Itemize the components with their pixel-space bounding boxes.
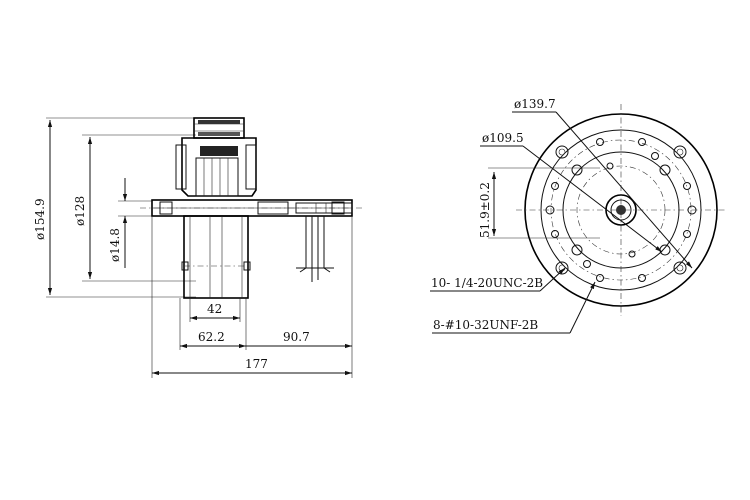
dim-diameter-139-7: ø139.7	[514, 97, 556, 111]
dim-diameter-14-8: ø14.8	[108, 228, 122, 262]
bolt-holes-small	[551, 138, 691, 282]
bolt-holes-large	[545, 145, 697, 275]
dim-width-90-7: 90.7	[283, 330, 310, 344]
dim-height-51-9: 51.9±0.2	[478, 182, 492, 238]
lead-wires	[296, 216, 334, 282]
dim-diameter-128: ø128	[73, 196, 87, 226]
callout-thread-8: 8-#10-32UNF-2B	[433, 318, 538, 332]
side-view: ø154.9 ø128 ø14.8 42 62.2 90.7 177	[33, 117, 362, 378]
front-view: ø139.7 ø109.5 51.9±0.2 10- 1/4-20UNC-2B …	[430, 97, 726, 334]
dim-diameter-109-5: ø109.5	[482, 131, 524, 145]
dim-diameter-154-9: ø154.9	[33, 198, 47, 240]
dim-width-62-2: 62.2	[198, 330, 225, 344]
winding-hatch	[198, 120, 240, 156]
callout-thread-10: 10- 1/4-20UNC-2B	[431, 276, 543, 290]
dim-width-177: 177	[245, 357, 268, 371]
dim-width-42: 42	[207, 302, 222, 316]
